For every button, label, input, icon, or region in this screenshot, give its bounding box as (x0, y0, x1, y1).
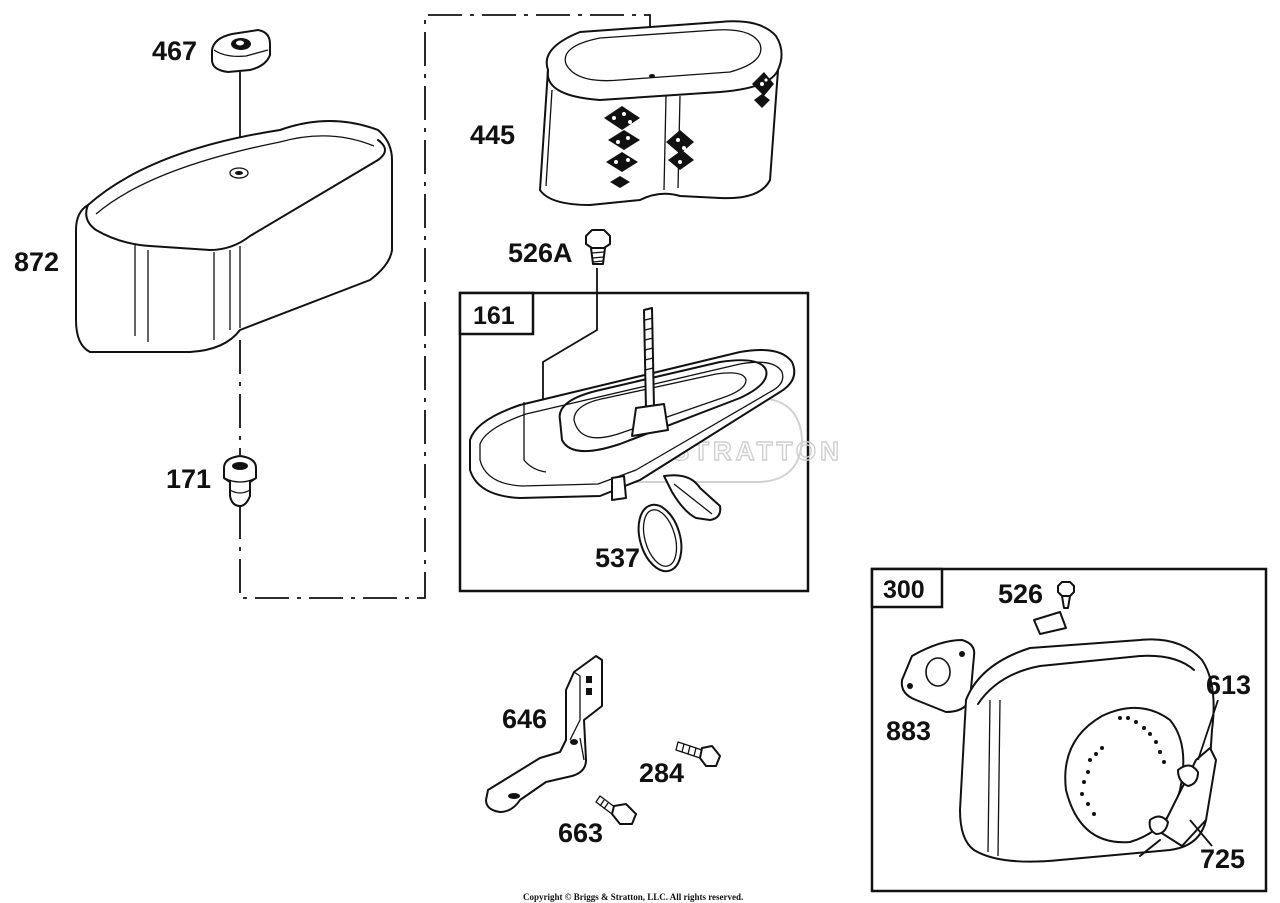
muffler-part (959, 611, 1217, 863)
label-646: 646 (502, 704, 547, 734)
label-526: 526 (998, 579, 1043, 609)
bolt-526-part (1057, 581, 1075, 609)
screw-284-part (675, 741, 721, 767)
label-526a: 526A (508, 238, 573, 268)
kit-box-300 (870, 567, 1268, 893)
air-filter-element-part (539, 20, 783, 206)
copyright-notice: Copyright © Briggs & Stratton, LLC. All … (523, 892, 743, 902)
label-467: 467 (152, 36, 197, 66)
label-leader-lines (1189, 699, 1219, 847)
kit-box-161 (458, 291, 810, 593)
air-cleaner-base-part (469, 307, 796, 521)
label-883: 883 (886, 716, 931, 746)
label-537: 537 (595, 543, 640, 573)
gasket-883-part (900, 639, 976, 713)
label-725: 725 (1200, 844, 1245, 874)
label-171: 171 (166, 464, 211, 494)
label-613: 613 (1206, 670, 1251, 700)
kit-label-300: 300 (883, 576, 925, 604)
air-cleaner-cover-part (75, 120, 393, 353)
part-labels: 467 445 872 526A 171 537 646 284 663 526… (14, 36, 1251, 874)
wing-knob-part (211, 29, 271, 73)
label-872: 872 (14, 247, 59, 277)
label-284: 284 (639, 758, 684, 788)
o-ring-part (637, 503, 683, 573)
label-445: 445 (470, 120, 515, 150)
screw-663-part (595, 795, 637, 825)
label-663: 663 (558, 818, 603, 848)
nut-part (223, 455, 257, 507)
bolt-526a-part (585, 229, 611, 265)
bracket-646-part (485, 655, 603, 813)
kit-label-161: 161 (473, 302, 515, 330)
